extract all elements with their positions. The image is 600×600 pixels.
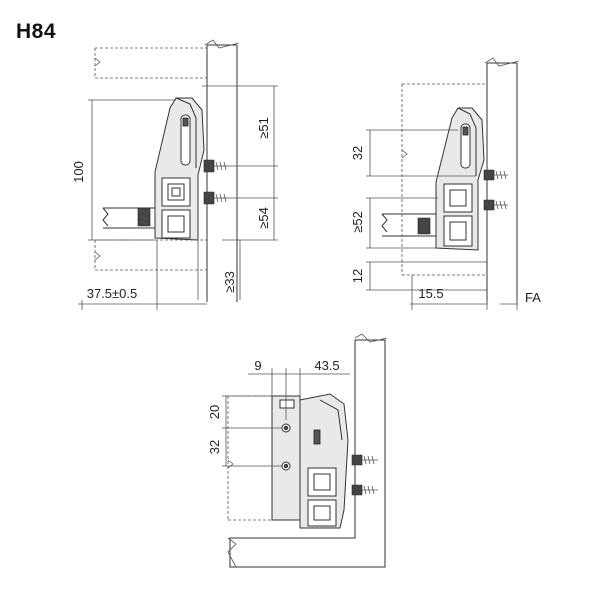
view3-cabinet-corner [229, 339, 386, 568]
dim-15-5: 15.5 [418, 286, 443, 301]
view3-screw-top [351, 454, 363, 466]
dim-37-5: 37.5±0.5 [87, 286, 138, 301]
dim-min-51: ≥51 [256, 117, 271, 139]
diagram-title: H84 [16, 20, 57, 43]
view1-screw-bottom [203, 191, 215, 205]
view1-screw-top [203, 159, 215, 173]
view3-screw-bottom [351, 484, 363, 496]
view-3 [222, 333, 388, 568]
dim-min-54: ≥54 [256, 207, 271, 229]
view2-panel [486, 62, 518, 305]
dim-min-52: ≥52 [350, 211, 365, 233]
view-1 [78, 39, 278, 310]
dim-43-5: 43.5 [314, 358, 339, 373]
dim-20: 20 [207, 405, 222, 419]
view2-screw-top [483, 169, 495, 181]
dim-9: 9 [254, 358, 261, 373]
dim-12: 12 [350, 269, 365, 283]
view2-front-outline [401, 83, 487, 276]
dim-32-bottom: 32 [207, 440, 222, 454]
dim-min-33: ≥33 [222, 271, 237, 293]
dim-32-top: 32 [350, 146, 365, 160]
view1-panel [206, 44, 238, 302]
dim-fa: FA [525, 290, 541, 305]
view2-runner-body [435, 107, 485, 251]
view2-screw-bottom [483, 199, 495, 211]
dim-100: 100 [71, 161, 86, 183]
view-2 [366, 57, 520, 310]
